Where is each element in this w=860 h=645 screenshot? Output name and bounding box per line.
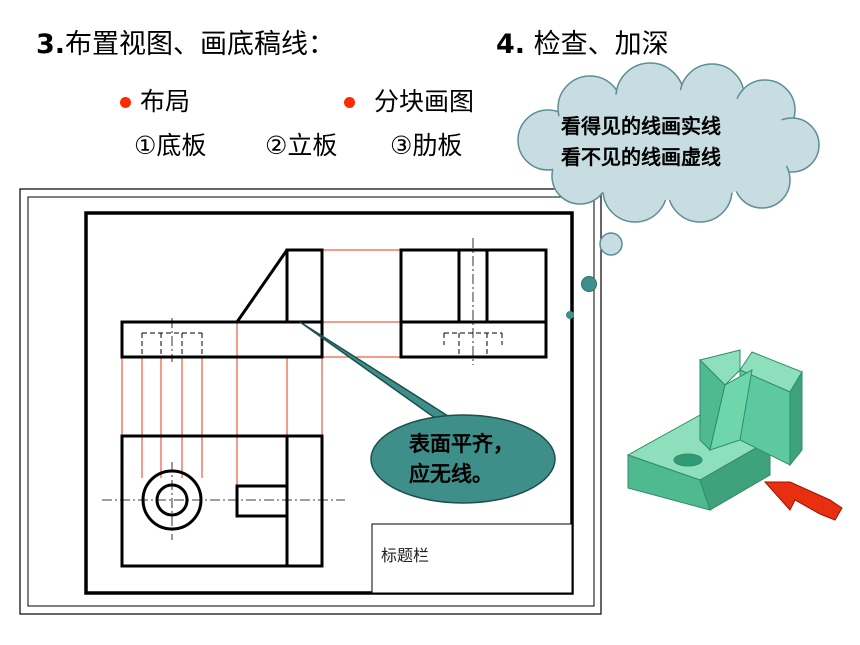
view-direction-arrow	[763, 481, 843, 521]
front-view	[120, 248, 324, 359]
projection-lines	[121, 249, 401, 486]
front-view-hidden-hole	[141, 332, 203, 357]
side-view	[399, 248, 548, 359]
drawing-frame	[84, 211, 574, 595]
speech-callout-line1: 表面平齐，	[409, 432, 514, 456]
bullet-dot-layout	[120, 97, 131, 108]
top-view	[120, 434, 324, 568]
step4-text: 检查、加深	[533, 29, 669, 60]
step4-heading: 4. 检查、加深	[496, 22, 669, 61]
part-rib-plate: ③肋板	[390, 131, 463, 160]
title-block	[371, 523, 573, 594]
sheet-inner-border	[27, 196, 595, 607]
sheet-outer-border	[19, 188, 602, 615]
top-view-centerlines	[102, 462, 345, 540]
part-vertical-plate: ②立板	[265, 131, 338, 160]
cloud-callout	[517, 62, 820, 319]
bullet-dot-blocks	[344, 97, 355, 108]
cloud-callout-line2: 看不见的线画虚线	[561, 145, 721, 169]
bracket-3d-model	[626, 349, 803, 511]
title-block-label: 标题栏	[381, 546, 429, 565]
part-base-plate: ①底板	[134, 131, 207, 160]
cloud-callout-line1: 看得见的线画实线	[561, 114, 721, 138]
step4-number: 4.	[496, 29, 526, 60]
speech-callout-line2: 应无线。	[409, 462, 493, 486]
step3-heading: 3.布置视图、画底稿线：	[36, 22, 335, 61]
step3-text: 布置视图、画底稿线：	[65, 29, 336, 60]
step3-number: 3.	[36, 29, 66, 60]
bullet-layout: 布局	[140, 87, 191, 116]
speech-callout	[299, 321, 556, 504]
bullet-blocks: 分块画图	[374, 87, 475, 116]
